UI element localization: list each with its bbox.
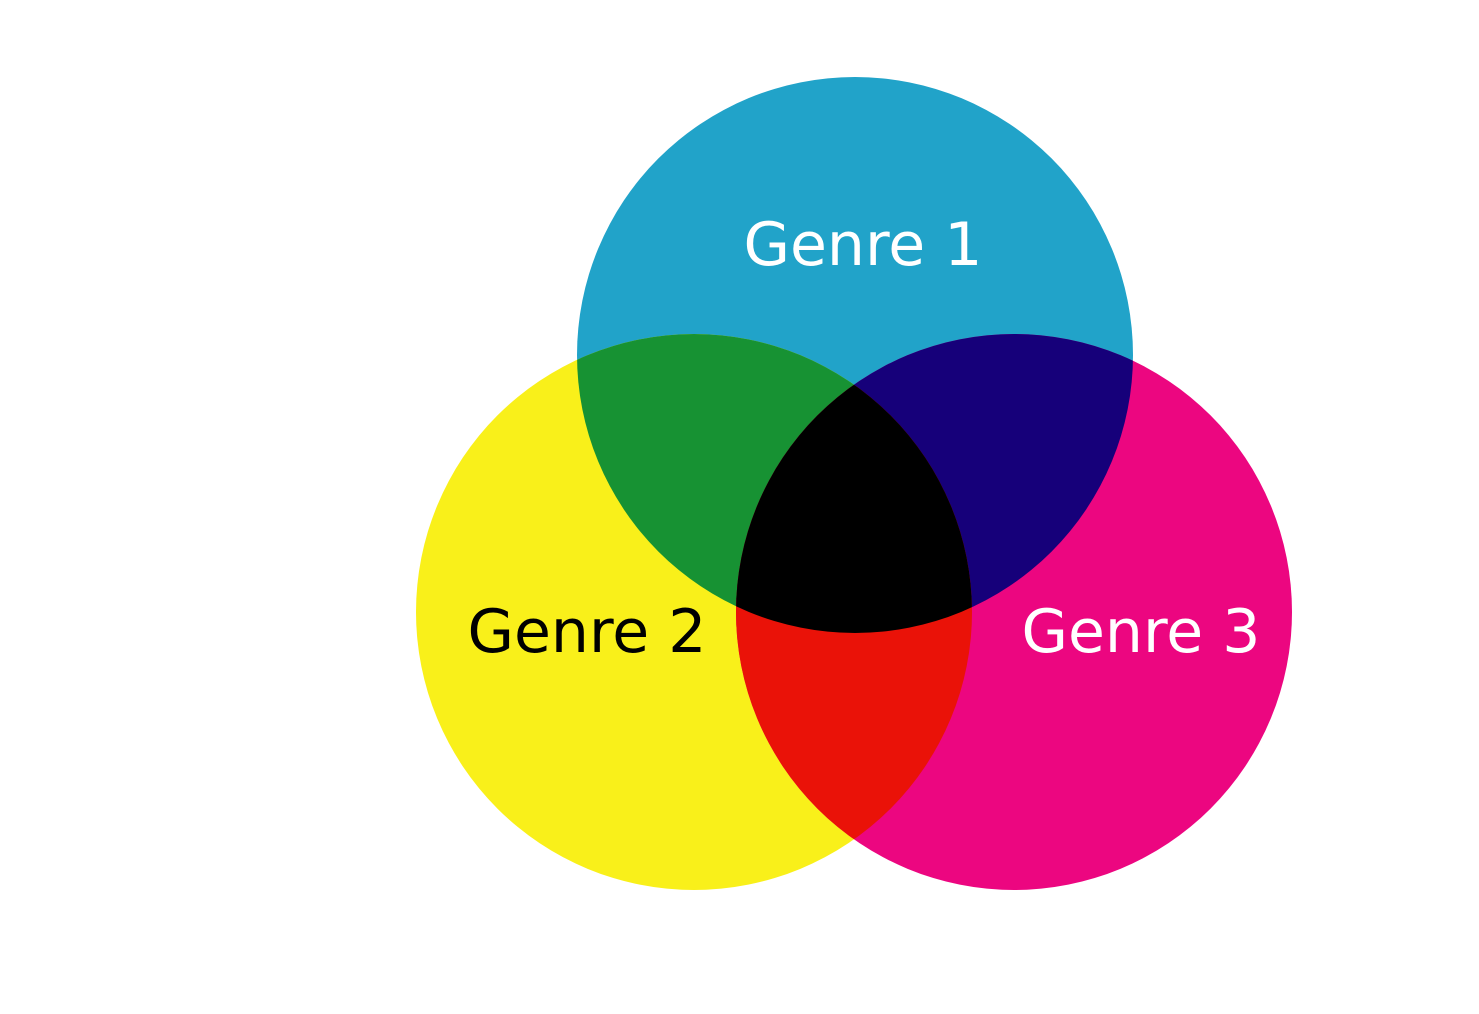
set1-label: Genre 1 (744, 210, 983, 280)
overlap-all-three (736, 334, 972, 633)
set2-label: Genre 2 (468, 597, 707, 667)
set3-label: Genre 3 (1022, 597, 1261, 667)
